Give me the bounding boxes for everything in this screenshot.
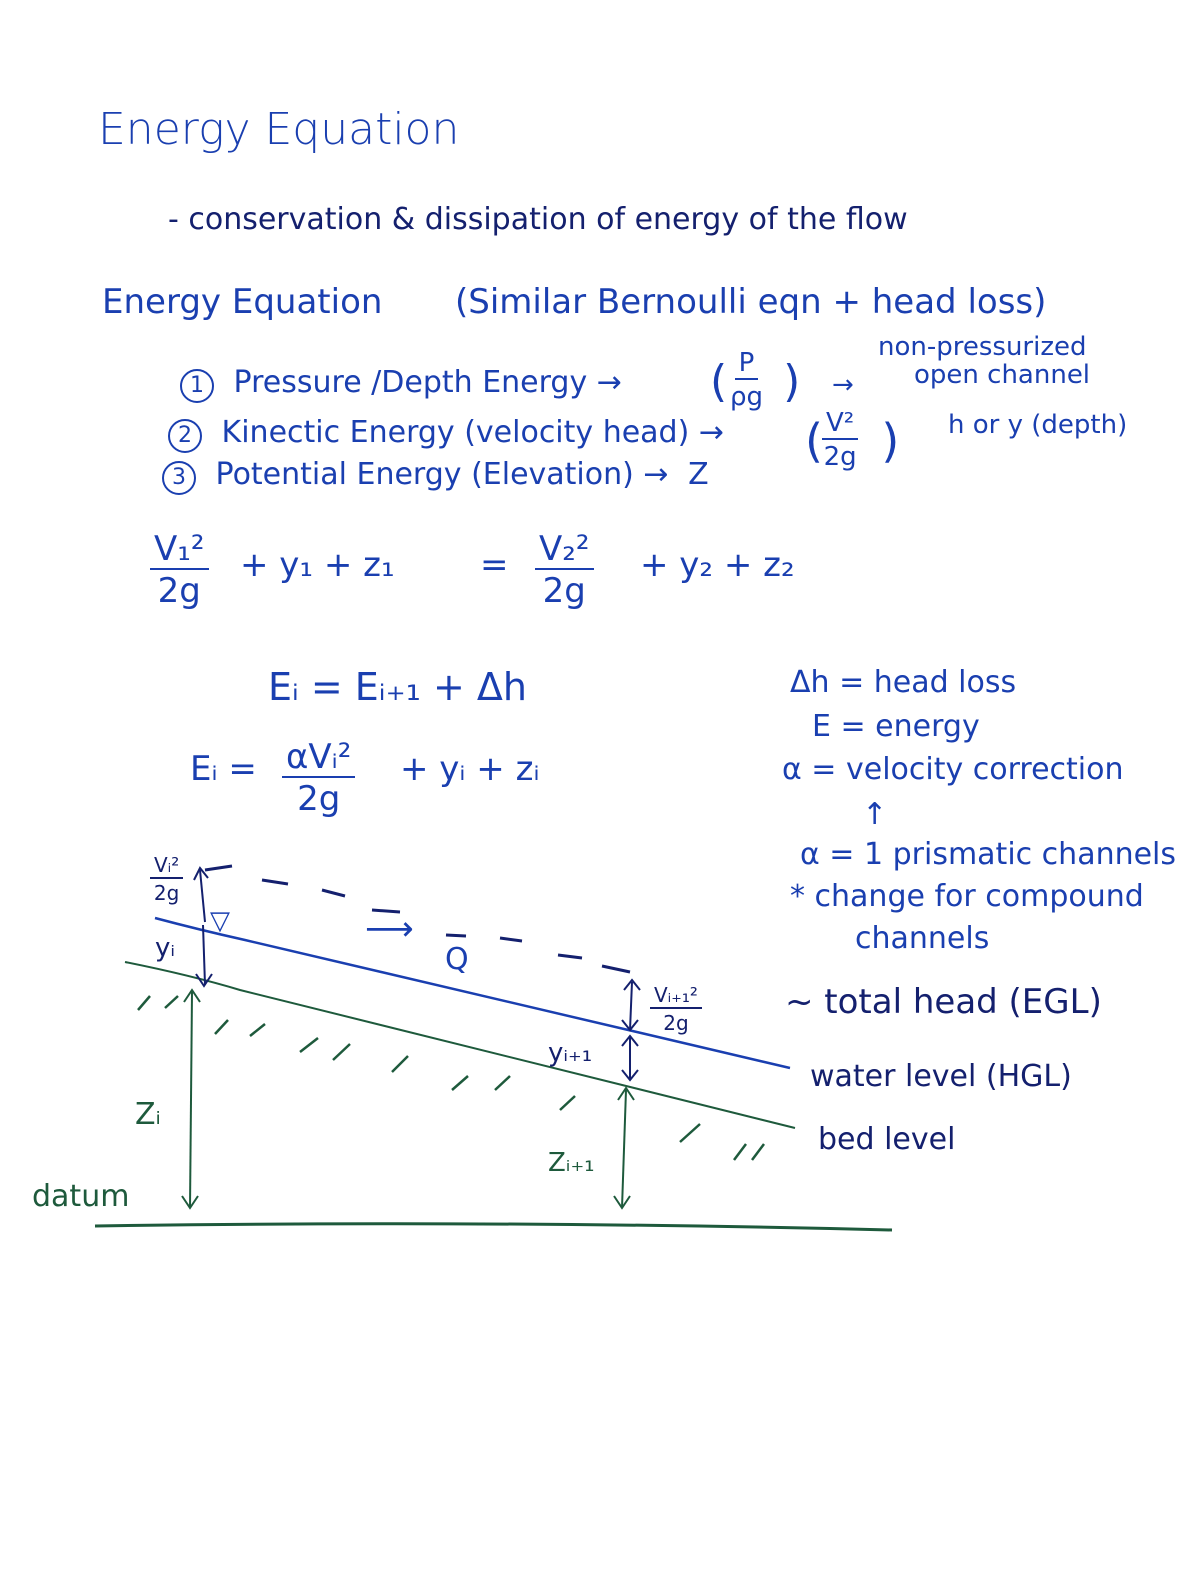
egl-line bbox=[204, 864, 631, 974]
definition-energy: E = energy bbox=[812, 709, 980, 744]
energy-def-rest: + yᵢ + zᵢ bbox=[400, 749, 540, 789]
water-surface-icon: ▽ bbox=[210, 906, 230, 936]
section-heading: Energy Equation bbox=[102, 282, 383, 322]
side-note-line2: open channel bbox=[914, 360, 1091, 390]
lhs-terms: + y₁ + z₁ bbox=[240, 545, 395, 585]
bed-level-label: bed level bbox=[818, 1122, 956, 1157]
flow-arrow-icon: ⟶ bbox=[365, 909, 414, 949]
hgl-line bbox=[154, 916, 791, 1070]
bed-hatching bbox=[137, 995, 765, 1161]
component-label: Potential Energy (Elevation) → bbox=[215, 457, 669, 492]
component-label: Kinectic Energy (velocity head) → bbox=[221, 415, 724, 450]
component-label: Pressure /Depth Energy → bbox=[233, 365, 622, 400]
rhs-velocity-head: V₂² 2g bbox=[535, 532, 594, 608]
hgl-label: water level (HGL) bbox=[810, 1059, 1072, 1094]
page-title: Energy Equation bbox=[98, 104, 460, 155]
yi-label: yᵢ bbox=[155, 933, 176, 963]
side-note-line1: non-pressurized bbox=[878, 332, 1087, 362]
energy-def-fraction: αVᵢ² 2g bbox=[282, 740, 356, 816]
component-item: 1 Pressure /Depth Energy → bbox=[180, 368, 622, 403]
yi1-label: yᵢ₊₁ bbox=[548, 1038, 593, 1068]
definition-head-loss: Δh = head loss bbox=[790, 665, 1017, 700]
alpha-note-line2: * change for compound bbox=[790, 879, 1144, 914]
energy-def-lhs: Eᵢ = bbox=[190, 749, 257, 789]
circled-number: 1 bbox=[180, 369, 214, 403]
energy-balance: Eᵢ = Eᵢ₊₁ + Δh bbox=[268, 665, 527, 709]
zi1-label: Zᵢ₊₁ bbox=[548, 1148, 595, 1178]
vi1-velocity-head: Vᵢ₊₁² 2g bbox=[650, 985, 702, 1033]
velocity-head-fraction: V² 2g bbox=[822, 408, 859, 472]
pressure-head-fraction: P ρg bbox=[730, 348, 764, 412]
datum-line bbox=[94, 1222, 893, 1232]
subtitle: - conservation & dissipation of energy o… bbox=[168, 202, 908, 237]
up-arrow-icon: ↑ bbox=[862, 797, 888, 832]
elevation-term: Z bbox=[688, 457, 709, 492]
vi-velocity-head: Vᵢ² 2g bbox=[150, 855, 184, 903]
paren: ( ) bbox=[710, 356, 801, 407]
component-item: 3 Potential Energy (Elevation) → Z bbox=[162, 460, 709, 495]
circled-number: 2 bbox=[168, 419, 202, 453]
side-note-line3: h or y (depth) bbox=[948, 410, 1128, 440]
alpha-note-line1: α = 1 prismatic channels bbox=[800, 837, 1177, 872]
lhs-velocity-head: V₁² 2g bbox=[150, 532, 209, 608]
bed-line bbox=[124, 961, 796, 1129]
paren: ( ) bbox=[805, 414, 900, 468]
section-note: (Similar Bernoulli eqn + head loss) bbox=[455, 282, 1047, 322]
arrow-icon: → bbox=[832, 370, 854, 400]
circled-number: 3 bbox=[162, 461, 196, 495]
component-item: 2 Kinectic Energy (velocity head) → bbox=[168, 418, 724, 453]
definition-alpha: α = velocity correction bbox=[782, 752, 1124, 787]
egl-label: ~ total head (EGL) bbox=[785, 982, 1102, 1022]
datum-label: datum bbox=[32, 1179, 130, 1214]
equals-sign: = bbox=[480, 545, 509, 585]
alpha-note-line3: channels bbox=[855, 921, 990, 956]
zi-label: Zᵢ bbox=[135, 1097, 161, 1132]
rhs-terms: + y₂ + z₂ bbox=[640, 545, 795, 585]
flow-q-label: Q bbox=[445, 942, 469, 977]
